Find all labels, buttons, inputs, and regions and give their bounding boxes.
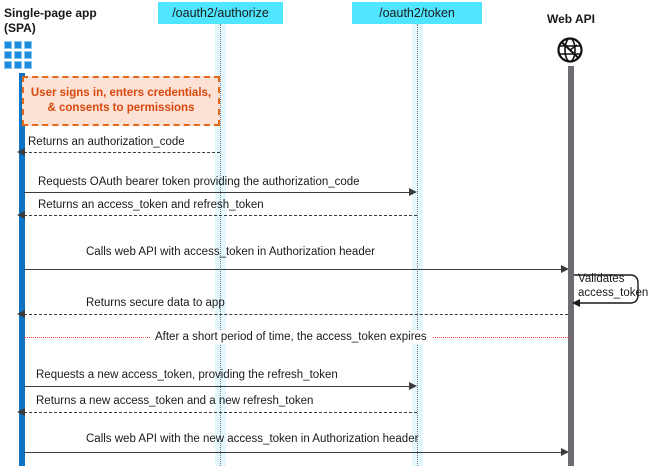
message-line-m3 [24, 215, 417, 216]
message-line-m4 [24, 269, 562, 270]
message-label-m8: Calls web API with the new access_token … [86, 433, 419, 445]
message-line-m1 [24, 152, 220, 153]
self-message-label-line1: Validates [578, 273, 625, 285]
message-label-m4: Calls web API with access_token in Autho… [86, 246, 375, 258]
message-arrowhead-m3 [17, 211, 25, 219]
app-grid-icon [4, 41, 32, 69]
message-arrowhead-m4 [561, 265, 569, 273]
note-user-signin: User signs in, enters credentials, & con… [22, 76, 220, 126]
self-message-label-webapi: Validates access_token [578, 272, 648, 300]
message-label-m7: Returns a new access_token and a new ref… [36, 395, 314, 407]
message-line-m7 [24, 412, 417, 413]
lifeline-token [417, 24, 418, 466]
message-label-m5: Returns secure data to app [86, 297, 225, 309]
globe-icon [556, 36, 584, 69]
message-arrowhead-m8 [561, 448, 569, 456]
participant-header-token[interactable]: /oauth2/token [352, 2, 482, 24]
message-label-m2: Requests OAuth bearer token providing th… [38, 176, 360, 188]
participant-label-spa-line1: Single-page app [4, 6, 97, 20]
message-arrowhead-m5 [17, 310, 25, 318]
message-arrowhead-m6 [409, 382, 417, 390]
message-label-m1: Returns an authorization_code [28, 136, 185, 148]
lifeline-authorize [220, 24, 221, 466]
message-line-m2 [24, 192, 410, 193]
participant-header-authorize[interactable]: /oauth2/authorize [158, 2, 283, 24]
participant-header-webapi: Web API [547, 12, 596, 26]
self-message-loop-webapi [572, 274, 639, 307]
self-message-label-line2: access_token [578, 287, 649, 299]
divider-label: After a short period of time, the access… [150, 330, 432, 344]
message-line-m5 [24, 314, 568, 315]
message-arrowhead-m1 [17, 148, 25, 156]
message-line-m6 [24, 386, 410, 387]
message-arrowhead-m7 [17, 408, 25, 416]
message-label-m6: Requests a new access_token, providing t… [36, 369, 338, 381]
lifeline-webapi [568, 66, 574, 466]
message-arrowhead-m2 [409, 188, 417, 196]
participant-label-spa-line2: (SPA) [4, 21, 36, 35]
lifeline-spa-activation [19, 73, 25, 466]
message-label-m3: Returns an access_token and refresh_toke… [38, 199, 264, 211]
message-line-m8 [24, 452, 562, 453]
participant-header-spa: Single-page app (SPA) [4, 6, 97, 36]
